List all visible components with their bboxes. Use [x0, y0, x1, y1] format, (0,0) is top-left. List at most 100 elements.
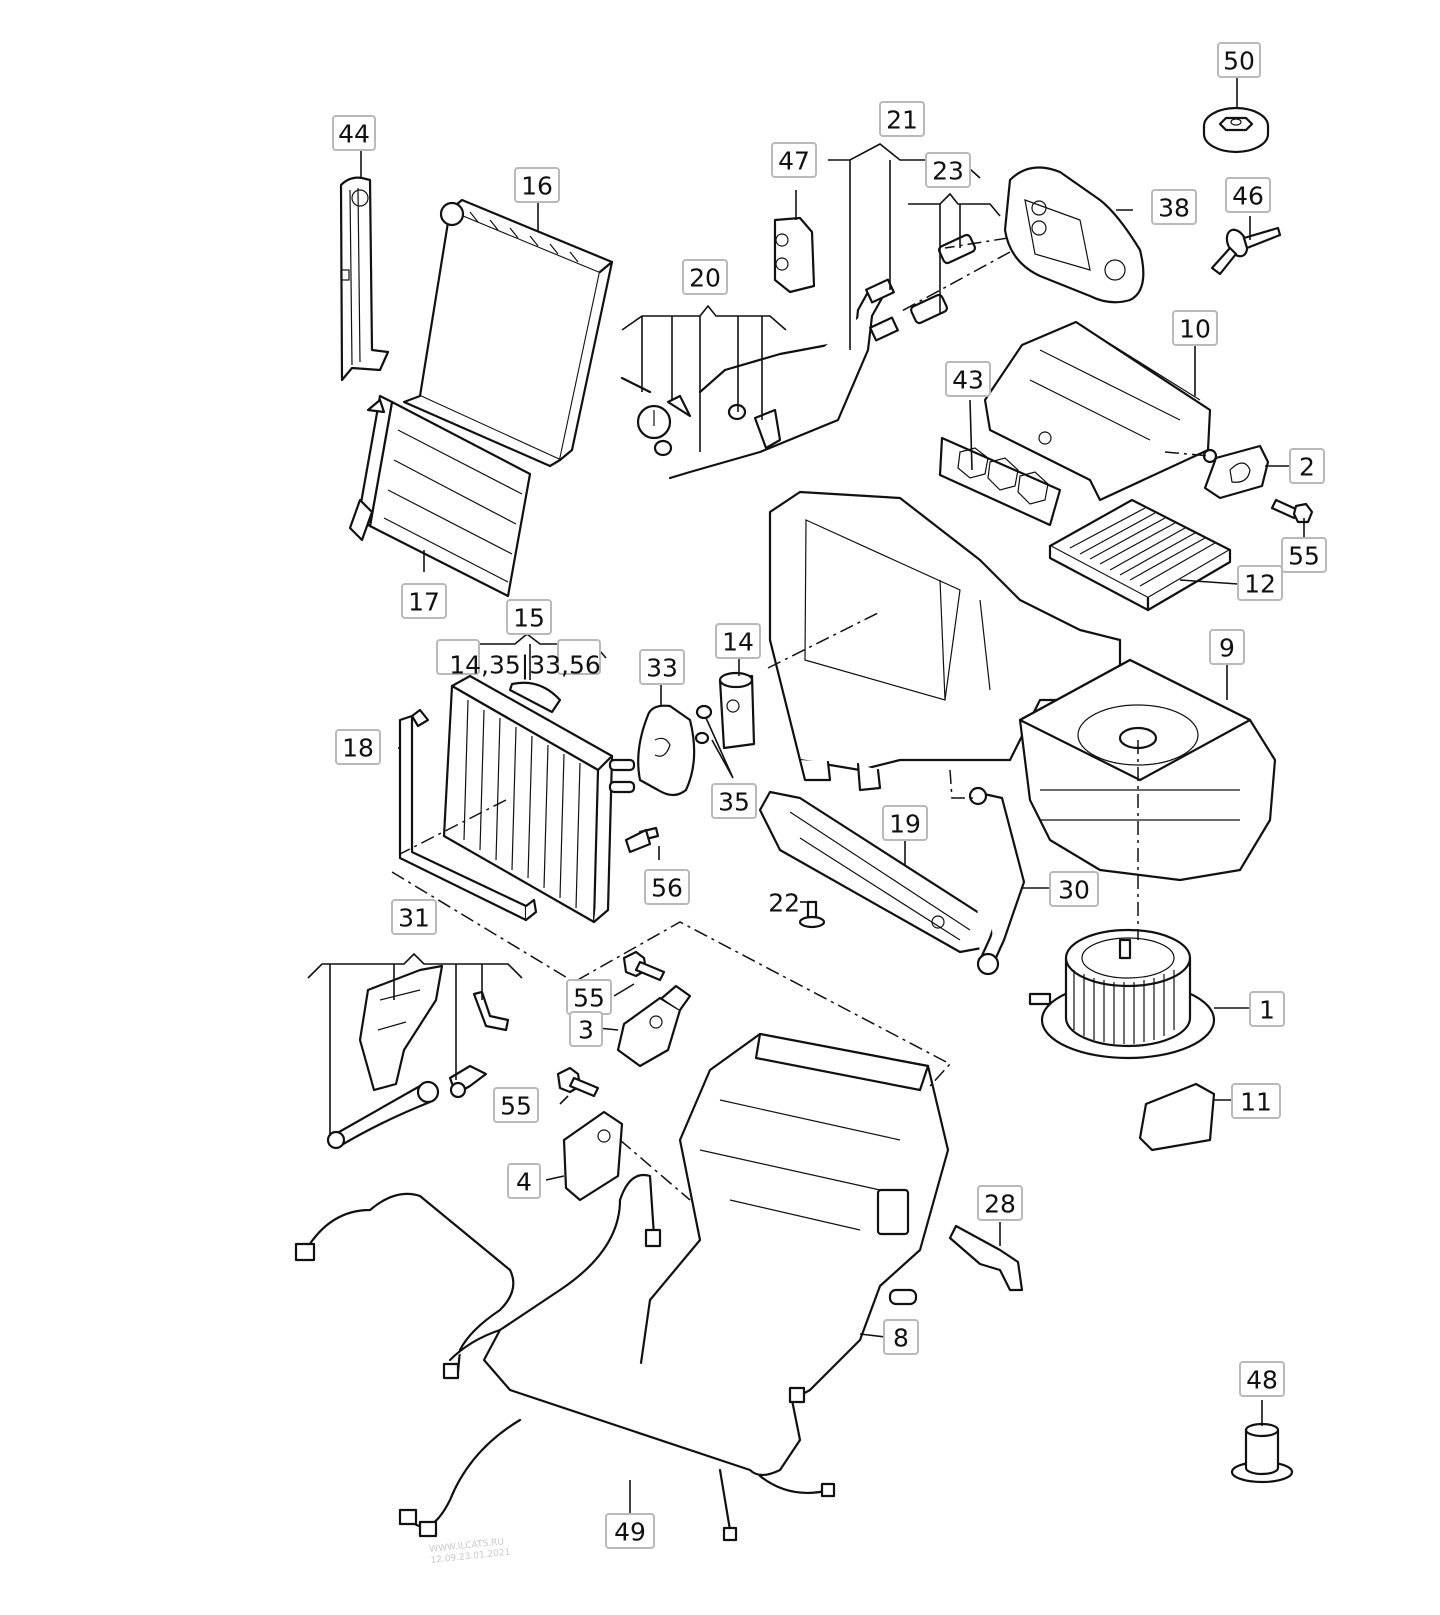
- svg-text:4: 4: [516, 1168, 532, 1197]
- callout-35[interactable]: 35: [711, 783, 757, 819]
- callout-33[interactable]: 33: [639, 649, 685, 685]
- part-expansion-rivet: [1210, 226, 1282, 276]
- part-nut-washer: [1202, 106, 1270, 154]
- callout-15-subparts[interactable]: 14,35|33,56: [436, 639, 601, 680]
- callout-38[interactable]: 38: [1151, 189, 1197, 225]
- callout-44[interactable]: 44: [332, 115, 376, 151]
- svg-text:10: 10: [1179, 315, 1211, 344]
- svg-text:15: 15: [513, 604, 545, 633]
- callout-50[interactable]: 50: [1217, 42, 1261, 78]
- part-bolt-55-top: [1270, 498, 1314, 524]
- callout-16[interactable]: 16: [514, 167, 560, 203]
- svg-text:55: 55: [1288, 542, 1320, 571]
- callout-4[interactable]: 4: [507, 1163, 541, 1199]
- svg-text:48: 48: [1246, 1366, 1278, 1395]
- svg-text:46: 46: [1232, 182, 1264, 211]
- callout-22[interactable]: 22: [768, 889, 800, 918]
- part-cover-11: [1138, 1082, 1216, 1152]
- callout-56[interactable]: 56: [644, 869, 690, 905]
- part-heat-exchanger: [348, 394, 532, 598]
- svg-text:3: 3: [578, 1016, 594, 1045]
- svg-text:1: 1: [1259, 996, 1275, 1025]
- part-evaporator-assembly: [442, 674, 636, 924]
- svg-text:20: 20: [689, 264, 721, 293]
- callout-19[interactable]: 19: [882, 805, 928, 841]
- part-o-rings: [694, 704, 713, 745]
- callout-23[interactable]: 23: [925, 152, 971, 188]
- svg-text:18: 18: [342, 734, 374, 763]
- part-servo-motor-4: [562, 1110, 624, 1202]
- callout-11[interactable]: 11: [1231, 1083, 1281, 1119]
- svg-text:47: 47: [778, 147, 810, 176]
- callout-3[interactable]: 3: [569, 1011, 603, 1047]
- part-seal-plate: [1003, 166, 1145, 304]
- part-honeycomb-grille: [938, 436, 1062, 527]
- svg-text:21: 21: [886, 106, 918, 135]
- callout-18[interactable]: 18: [335, 729, 381, 765]
- callout-55-top[interactable]: 55: [1281, 537, 1327, 573]
- svg-text:55: 55: [500, 1092, 532, 1121]
- svg-text:31: 31: [398, 904, 430, 933]
- svg-text:43: 43: [952, 366, 984, 395]
- part-blower-motor: [1028, 928, 1216, 1060]
- callout-46[interactable]: 46: [1225, 177, 1271, 213]
- part-bolt-55-mid: [622, 950, 666, 982]
- part-evaporator: [402, 198, 614, 468]
- callout-47[interactable]: 47: [771, 142, 817, 178]
- svg-text:30: 30: [1058, 876, 1090, 905]
- svg-text:11: 11: [1240, 1088, 1272, 1117]
- callout-28[interactable]: 28: [977, 1185, 1023, 1221]
- callout-30[interactable]: 30: [1049, 871, 1099, 907]
- svg-text:33: 33: [646, 654, 678, 683]
- svg-text:35: 35: [718, 788, 750, 817]
- callout-9[interactable]: 9: [1209, 629, 1245, 665]
- svg-text:28: 28: [984, 1190, 1016, 1219]
- svg-text:44: 44: [338, 120, 370, 149]
- part-wiring-harness: [294, 1173, 836, 1542]
- part-seal-strip: [398, 708, 538, 922]
- part-clip-screw: [798, 900, 826, 929]
- watermark: WWW.ILCATS.RU 12.09.23.01.2021: [429, 1537, 511, 1566]
- callout-21[interactable]: 21: [879, 101, 925, 137]
- svg-text:55: 55: [573, 984, 605, 1013]
- callout-31[interactable]: 31: [391, 899, 437, 935]
- part-cap: [1230, 1422, 1294, 1484]
- callout-55-mid[interactable]: 55: [566, 979, 612, 1015]
- svg-text:14,35|33,56: 14,35|33,56: [449, 651, 601, 680]
- svg-text:9: 9: [1219, 634, 1235, 663]
- part-drain-cover: [758, 790, 992, 954]
- part-expansion-valve: [718, 671, 756, 750]
- callout-48[interactable]: 48: [1239, 1361, 1285, 1397]
- svg-text:17: 17: [408, 588, 440, 617]
- callout-20[interactable]: 20: [682, 259, 728, 295]
- part-drain-hose: [968, 786, 1026, 976]
- svg-text:49: 49: [614, 1518, 646, 1547]
- part-servo-motor-3: [616, 984, 692, 1068]
- part-blower-housing: [1018, 658, 1277, 882]
- part-seal-33: [637, 704, 696, 797]
- callout-49[interactable]: 49: [605, 1513, 655, 1549]
- part-screw-56: [624, 826, 660, 854]
- assembly-guides: [391, 237, 1211, 1201]
- svg-text:50: 50: [1223, 47, 1255, 76]
- callout-8[interactable]: 8: [883, 1319, 919, 1355]
- callout-43[interactable]: 43: [945, 361, 991, 397]
- callout-17[interactable]: 17: [401, 583, 447, 619]
- callout-55-low[interactable]: 55: [493, 1087, 539, 1123]
- svg-text:38: 38: [1158, 194, 1190, 223]
- callout-14[interactable]: 14: [715, 623, 761, 659]
- callout-1[interactable]: 1: [1249, 991, 1285, 1027]
- part-valve-block: [773, 216, 816, 294]
- svg-text:14: 14: [722, 628, 754, 657]
- callout-10[interactable]: 10: [1172, 310, 1218, 346]
- part-linkage-set: [326, 964, 510, 1150]
- callout-15[interactable]: 15: [506, 599, 552, 635]
- part-side-cover-strip: [339, 176, 390, 382]
- part-servo-motor-2: [1202, 444, 1270, 500]
- svg-text:12: 12: [1244, 570, 1276, 599]
- callout-12[interactable]: 12: [1237, 565, 1283, 601]
- svg-text:2: 2: [1299, 453, 1315, 482]
- svg-text:19: 19: [889, 810, 921, 839]
- callout-2[interactable]: 2: [1289, 448, 1325, 484]
